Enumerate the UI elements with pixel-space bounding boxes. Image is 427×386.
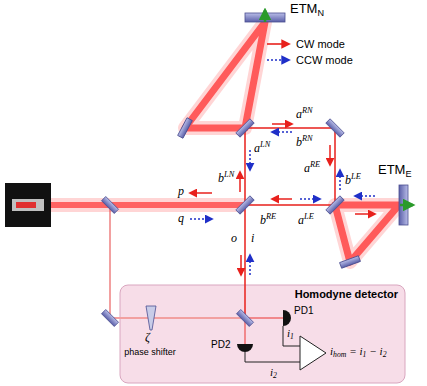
signal-label: i1 bbox=[287, 327, 294, 342]
label-text: ETM bbox=[290, 1, 317, 16]
field-label: i bbox=[251, 232, 254, 245]
laser bbox=[5, 183, 51, 227]
subscript: hom bbox=[333, 350, 346, 359]
superscript: RE bbox=[266, 212, 276, 221]
label-text: a bbox=[304, 161, 310, 175]
field-label: q bbox=[178, 212, 184, 225]
mode-arrows bbox=[190, 124, 375, 275]
legend: CW modeCCW mode bbox=[266, 36, 353, 68]
field-label: bLN bbox=[218, 170, 234, 185]
subscript: 2 bbox=[273, 371, 277, 380]
subscript: E bbox=[405, 169, 411, 179]
subscript: 2 bbox=[383, 350, 387, 359]
label-text: phase shifter bbox=[124, 347, 176, 357]
label-text: ζ bbox=[145, 330, 150, 344]
legend-swatch bbox=[266, 39, 292, 49]
label-text: = i bbox=[349, 345, 362, 357]
superscript: RN bbox=[302, 134, 313, 143]
field-label: aRN bbox=[296, 106, 313, 121]
label-text: p bbox=[178, 184, 184, 198]
field-label: aRE bbox=[304, 160, 320, 175]
superscript: RN bbox=[302, 106, 313, 115]
superscript: LN bbox=[260, 140, 270, 149]
label-text: ETM bbox=[378, 162, 405, 177]
label-text: i bbox=[330, 345, 333, 357]
label-text: i bbox=[270, 366, 273, 378]
differential-amplifier bbox=[300, 336, 326, 370]
legend-text: CW mode bbox=[296, 38, 345, 50]
field-label: bLE bbox=[345, 172, 361, 187]
legend-item: CCW mode bbox=[266, 52, 353, 68]
local-oscillator-beam bbox=[110, 205, 245, 318]
mirrors bbox=[102, 13, 408, 326]
superscript: LN bbox=[224, 170, 234, 179]
photodiode bbox=[237, 344, 253, 352]
superscript: LE bbox=[304, 212, 314, 221]
field-label: aLE bbox=[298, 212, 314, 227]
label-text: a bbox=[298, 213, 304, 227]
label-text: i bbox=[251, 231, 254, 245]
label-text: b bbox=[218, 171, 224, 185]
label-text: o bbox=[231, 231, 237, 245]
mirror-motion bbox=[265, 10, 413, 205]
field-label: p bbox=[178, 185, 184, 198]
field-label: bRN bbox=[296, 134, 313, 149]
label-text: q bbox=[178, 211, 184, 225]
detector-label: PD2 bbox=[211, 339, 230, 350]
legend-text: CCW mode bbox=[296, 54, 353, 66]
label-text: PD2 bbox=[211, 339, 230, 350]
label-text: b bbox=[260, 213, 266, 227]
signal-label: i2 bbox=[270, 366, 277, 381]
label-text: − i bbox=[369, 345, 382, 357]
component-label: phase shifter bbox=[124, 348, 176, 358]
label-text: i bbox=[287, 327, 290, 339]
legend-item: CW mode bbox=[266, 36, 353, 52]
legend-swatch bbox=[266, 55, 292, 65]
label-text: a bbox=[296, 107, 302, 121]
sagnac-loop bbox=[245, 128, 335, 344]
field-label: o bbox=[231, 232, 237, 245]
photodiode bbox=[283, 310, 291, 326]
subscript: N bbox=[317, 8, 324, 18]
signal-wires bbox=[245, 326, 300, 362]
subscript: 1 bbox=[363, 350, 367, 359]
label-text: b bbox=[345, 173, 351, 187]
phase-shifter bbox=[146, 306, 156, 330]
detector-label: PD1 bbox=[294, 305, 313, 316]
field-label: aLN bbox=[254, 140, 270, 155]
detector-panel: Homodyne detector bbox=[120, 285, 405, 383]
label-text: a bbox=[254, 141, 260, 155]
panel-title: Homodyne detector bbox=[295, 288, 398, 300]
formula: ihom= i1− i2 bbox=[330, 345, 386, 360]
superscript: RE bbox=[310, 160, 320, 169]
mirror-label: ETME bbox=[378, 163, 412, 179]
phase-symbol: ζ bbox=[145, 331, 150, 344]
arm-beams bbox=[51, 22, 399, 262]
subscript: 1 bbox=[290, 332, 294, 341]
label-text: b bbox=[296, 135, 302, 149]
label-text: PD1 bbox=[294, 305, 313, 316]
mirror-label: ETMN bbox=[290, 2, 324, 18]
field-label: bRE bbox=[260, 212, 276, 227]
superscript: LE bbox=[351, 172, 361, 181]
homodyne-panel bbox=[120, 285, 405, 383]
